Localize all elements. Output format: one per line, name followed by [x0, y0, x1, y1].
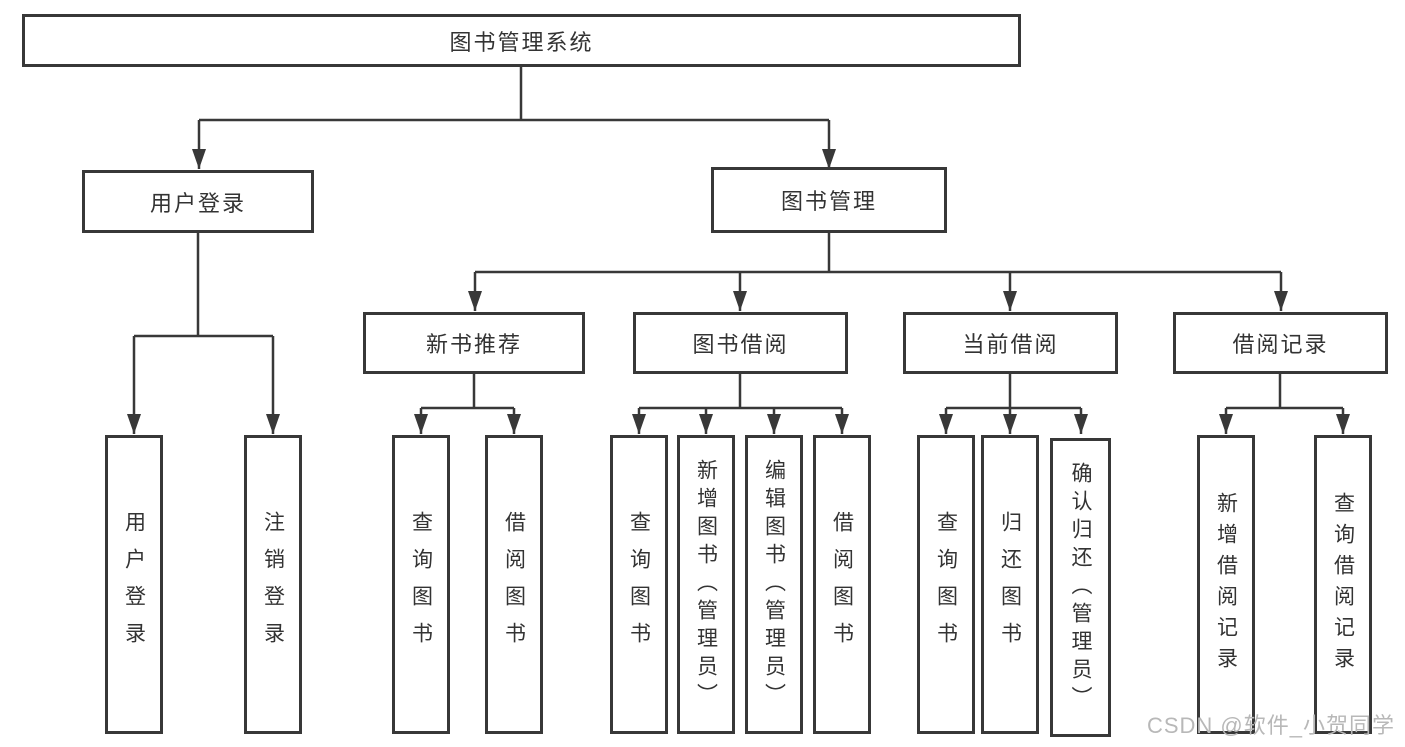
- node-label: 当前借阅: [962, 332, 1059, 357]
- leaf-label: 新增图书（管理员）: [694, 458, 718, 711]
- node-label: 图书管理系统: [449, 29, 594, 55]
- leaf-label: 确认归还（管理员）: [1069, 461, 1092, 714]
- leaf-add-borrow-record: 新增借阅记录: [1197, 435, 1255, 734]
- csdn-watermark: CSDN @软件_小贺同学: [1146, 713, 1395, 738]
- leaf-label: 借阅图书: [830, 510, 854, 659]
- leaf-label: 注销登录: [261, 510, 285, 659]
- leaf-label: 查询借阅记录: [1331, 491, 1355, 678]
- leaf-label: 归还图书: [998, 510, 1022, 659]
- leaf-label: 查询图书: [409, 510, 433, 659]
- node-new-book-recommend: 新书推荐: [363, 312, 585, 374]
- leaf-label: 查询图书: [934, 510, 958, 659]
- node-root-library-system: 图书管理系统: [22, 14, 1021, 67]
- leaf-borrow-books: 借阅图书: [813, 435, 871, 734]
- node-book-borrowing: 图书借阅: [633, 312, 848, 374]
- node-book-management: 图书管理: [711, 167, 947, 233]
- leaf-query-borrow-record: 查询借阅记录: [1314, 435, 1372, 734]
- leaf-label: 查询图书: [627, 510, 651, 659]
- leaf-return-book: 归还图书: [981, 435, 1039, 734]
- node-label: 新书推荐: [425, 332, 522, 357]
- leaf-logout: 注销登录: [244, 435, 302, 734]
- node-label: 用户登录: [149, 190, 246, 216]
- leaf-confirm-return-admin: 确认归还（管理员）: [1050, 438, 1111, 737]
- leaf-add-book-admin: 新增图书（管理员）: [677, 435, 735, 734]
- node-label: 图书管理: [780, 189, 877, 214]
- leaf-query-books-current: 查询图书: [917, 435, 975, 734]
- leaf-label: 新增借阅记录: [1214, 491, 1238, 678]
- leaf-label: 用户登录: [122, 510, 146, 659]
- leaf-label: 编辑图书（管理员）: [762, 458, 786, 711]
- leaf-label: 借阅图书: [502, 510, 526, 659]
- leaf-edit-book-admin: 编辑图书（管理员）: [745, 435, 803, 734]
- node-user-login: 用户登录: [82, 170, 314, 233]
- node-borrow-records: 借阅记录: [1173, 312, 1388, 374]
- leaf-borrow-books-recommend: 借阅图书: [485, 435, 543, 734]
- node-current-borrowing: 当前借阅: [903, 312, 1118, 374]
- leaf-user-login: 用户登录: [105, 435, 163, 734]
- node-label: 图书借阅: [692, 332, 789, 357]
- leaf-query-books-recommend: 查询图书: [392, 435, 450, 734]
- node-label: 借阅记录: [1232, 332, 1329, 357]
- leaf-query-books-borrow: 查询图书: [610, 435, 668, 734]
